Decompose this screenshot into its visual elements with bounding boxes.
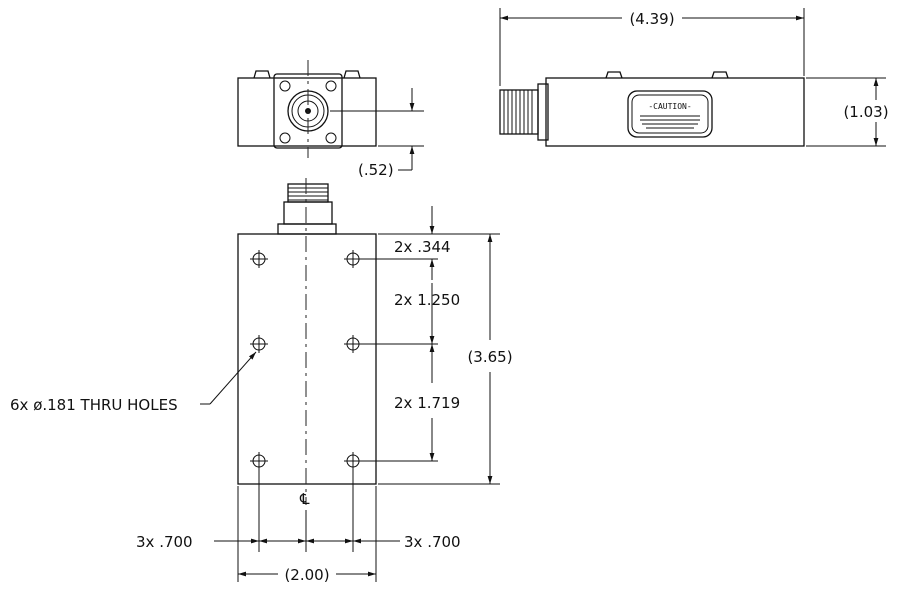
mounting-hole — [344, 250, 362, 268]
mounting-hole — [344, 452, 362, 470]
screw-head-right — [343, 70, 361, 79]
dim-body-width: (2.00) — [284, 566, 329, 584]
flange-hole — [279, 80, 291, 92]
flange-hole — [325, 80, 337, 92]
dim-hole-edge-offset: 2x .344 — [394, 238, 451, 256]
end-view: (.52) — [237, 60, 424, 179]
side-view-body — [545, 77, 805, 147]
caution-heading: -CAUTION- — [648, 102, 691, 111]
mounting-hole — [344, 335, 362, 353]
plan-view-body — [237, 233, 377, 485]
plan-view: ℄ — [10, 178, 513, 584]
caution-label: -CAUTION- — [627, 90, 713, 138]
dim-hole-spacing-upper: 2x 1.250 — [394, 291, 460, 309]
screw-head-left — [253, 70, 271, 79]
mounting-holes — [250, 250, 362, 470]
holes-callout: 6x ø.181 THRU HOLES — [10, 396, 178, 414]
dim-overall-length: (4.39) — [629, 10, 674, 28]
side-view: -CAUTION- (4.39) (1.03) — [499, 8, 889, 147]
dim-hole-spacing-lower: 2x 1.719 — [394, 394, 460, 412]
dim-body-length: (3.65) — [467, 348, 512, 366]
mounting-hole — [250, 335, 268, 353]
side-connector-thread — [499, 89, 539, 135]
thread-lines — [503, 90, 533, 134]
mounting-hole — [250, 250, 268, 268]
flange-hole — [279, 132, 291, 144]
leader-arrow — [209, 351, 257, 405]
dim-hole-x-right: 3x .700 — [404, 533, 461, 551]
dim-hole-x-left: 3x .700 — [136, 533, 193, 551]
end-view-body — [237, 77, 377, 147]
plan-connector — [277, 183, 337, 235]
dim-height: (1.03) — [843, 103, 888, 121]
flange-hole — [325, 132, 337, 144]
screw-head — [605, 71, 623, 79]
dim-connector-center: (.52) — [358, 161, 394, 179]
centerline-symbol: ℄ — [299, 490, 310, 508]
screw-head — [711, 71, 729, 79]
mounting-hole — [250, 452, 268, 470]
